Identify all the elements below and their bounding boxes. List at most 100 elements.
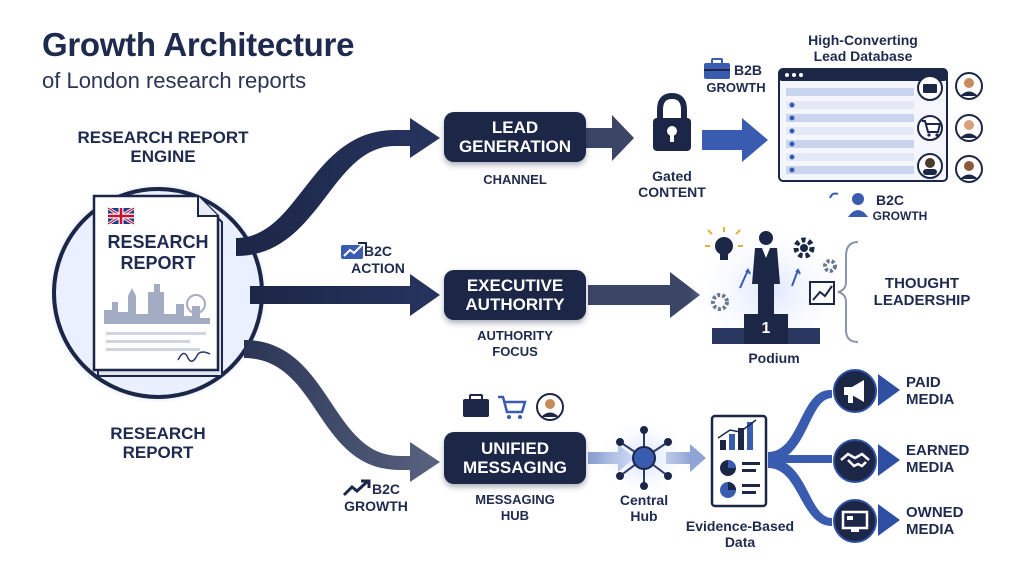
media-label-paid: PAID MEDIA (906, 374, 1016, 408)
hub-line1: Central (619, 492, 669, 508)
evidence-document (710, 414, 768, 508)
lead-generation-line2: GENERATION (458, 137, 572, 156)
arrowhead-earned (878, 444, 900, 476)
media-owned-line1: OWNED (906, 504, 964, 521)
podium-illustration: 1 (700, 226, 850, 350)
owned-media-circle (832, 498, 878, 544)
b2c-db-label-line1: B2C (876, 192, 905, 208)
gated-line1: Gated (652, 168, 692, 184)
briefcase-icon (463, 394, 489, 417)
hub-line2: Hub (630, 508, 658, 524)
unified-messaging-box: UNIFIED MESSAGING (444, 432, 586, 484)
arrowhead-owned (878, 504, 900, 536)
central-hub-label: Central Hub (594, 492, 694, 524)
b2c-action-icon (340, 241, 370, 261)
engine-label: RESEARCH REPORT ENGINE (52, 128, 274, 166)
executive-caption-line1: AUTHORITY (477, 328, 553, 343)
small-gear-icon (823, 259, 837, 273)
cart-icon (498, 395, 527, 419)
paid-media-circle (832, 368, 878, 414)
executive-line2: AUTHORITY (465, 295, 565, 314)
research-report-document: RESEARCH REPORT (92, 192, 228, 380)
earned-media-circle (832, 438, 878, 484)
messaging-caption-line1: MESSAGING (475, 492, 555, 507)
messaging-line2: MESSAGING (463, 458, 567, 477)
executive-caption: AUTHORITY FOCUS (444, 328, 586, 360)
person-icon (826, 190, 876, 218)
media-earned-line2: MEDIA (906, 459, 955, 476)
lightbulb-icon (705, 227, 743, 260)
evidence-label: Evidence-Based Data (670, 518, 810, 550)
page-subtitle: of London research reports (42, 68, 307, 93)
thought-leadership-label: THOUGHT LEADERSHIP (862, 275, 982, 309)
b2c-db-label-line2: GROWTH (872, 209, 928, 223)
research-report-label-line1: RESEARCH (110, 424, 206, 443)
b2b-label-line1: B2B (734, 62, 763, 78)
fan-arrow-owned (768, 458, 832, 526)
left-gear-icon (711, 293, 729, 311)
briefcase-icon (703, 58, 731, 80)
london-skyline-icon (104, 284, 210, 324)
executive-figure-icon (752, 231, 780, 314)
avatar-3 (955, 155, 983, 183)
b2c-action-label-line1: B2C (364, 243, 393, 259)
lead-generation-line1: LEAD (491, 118, 539, 137)
page-title: Growth Architecture (42, 26, 355, 63)
gated-content-label: Gated CONTENT (622, 168, 722, 200)
document-title-line1: RESEARCH (107, 232, 209, 252)
research-report-label-line2: REPORT (122, 443, 194, 462)
gear-icon (793, 237, 815, 259)
b2c-action-label-line2: ACTION (351, 260, 405, 276)
media-earned-line1: EARNED (906, 442, 970, 459)
uk-flag-icon (107, 206, 135, 226)
engine-label-line1: RESEARCH REPORT (77, 128, 249, 147)
b2c-growth-label-line2: GROWTH (344, 498, 408, 514)
messaging-caption: MESSAGING HUB (444, 492, 586, 524)
media-paid-line2: MEDIA (906, 391, 955, 408)
podium-block (712, 314, 820, 344)
gated-line2: CONTENT (638, 184, 706, 200)
bar-chart-icon (809, 281, 835, 305)
arrow-executive-to-podium (588, 272, 700, 318)
document-title: RESEARCH REPORT (100, 232, 216, 274)
media-label-owned: OWNED MEDIA (906, 504, 1016, 538)
document-shape (92, 194, 223, 377)
handshake-icon (840, 452, 870, 468)
flow-arrow-messaging (244, 340, 440, 482)
bar-chart-icon (717, 419, 757, 450)
engine-label-line2: ENGINE (130, 147, 196, 166)
evidence-line2: Data (724, 534, 756, 550)
executive-line1: EXECUTIVE (466, 276, 564, 295)
flow-arrow-executive (250, 274, 440, 316)
lead-database-window (778, 68, 948, 182)
central-hub-icon (612, 422, 676, 494)
arrowhead-paid (878, 374, 900, 406)
database-title-line2: Lead Database (813, 48, 913, 64)
avatar-1 (955, 72, 983, 100)
avatar-icon (536, 393, 564, 421)
media-label-earned: EARNED MEDIA (906, 442, 1016, 476)
thought-line1: THOUGHT (884, 275, 960, 292)
lead-generation-box: LEAD GENERATION (444, 112, 586, 162)
b2b-label-line2: GROWTH (706, 80, 766, 95)
thought-bracket (837, 241, 859, 343)
thought-line2: LEADERSHIP (873, 292, 971, 309)
research-report-label: RESEARCH REPORT (80, 424, 236, 462)
media-owned-line2: MEDIA (906, 521, 955, 538)
arrow-lock-to-database (702, 118, 768, 162)
pie-chart-icon-2 (720, 482, 736, 498)
pie-chart-icon (720, 460, 736, 476)
trend-up-icon (342, 478, 372, 498)
messaging-icons-row (462, 392, 572, 422)
executive-authority-box: EXECUTIVE AUTHORITY (444, 270, 586, 320)
flow-arrow-lead (236, 118, 440, 256)
fan-arrow-paid (768, 390, 832, 462)
lead-avatars (954, 72, 984, 184)
podium-label: Podium (748, 350, 800, 366)
arrow-lead-to-lock (586, 115, 634, 161)
signature-icon (177, 351, 211, 362)
podium-number: 1 (761, 320, 771, 337)
lead-caption: CHANNEL (483, 172, 547, 187)
evidence-line1: Evidence-Based (685, 518, 795, 534)
